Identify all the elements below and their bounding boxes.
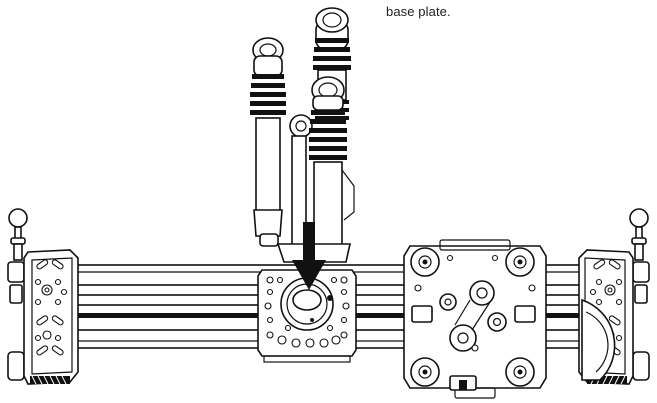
monopod-legs bbox=[250, 7, 355, 263]
down-arrow-icon bbox=[292, 222, 326, 290]
left-end-plate bbox=[7, 208, 79, 385]
flywheel bbox=[581, 298, 616, 381]
drive-carriage bbox=[403, 239, 547, 399]
caption-text: base plate. bbox=[386, 4, 451, 19]
base-plate bbox=[257, 269, 357, 363]
